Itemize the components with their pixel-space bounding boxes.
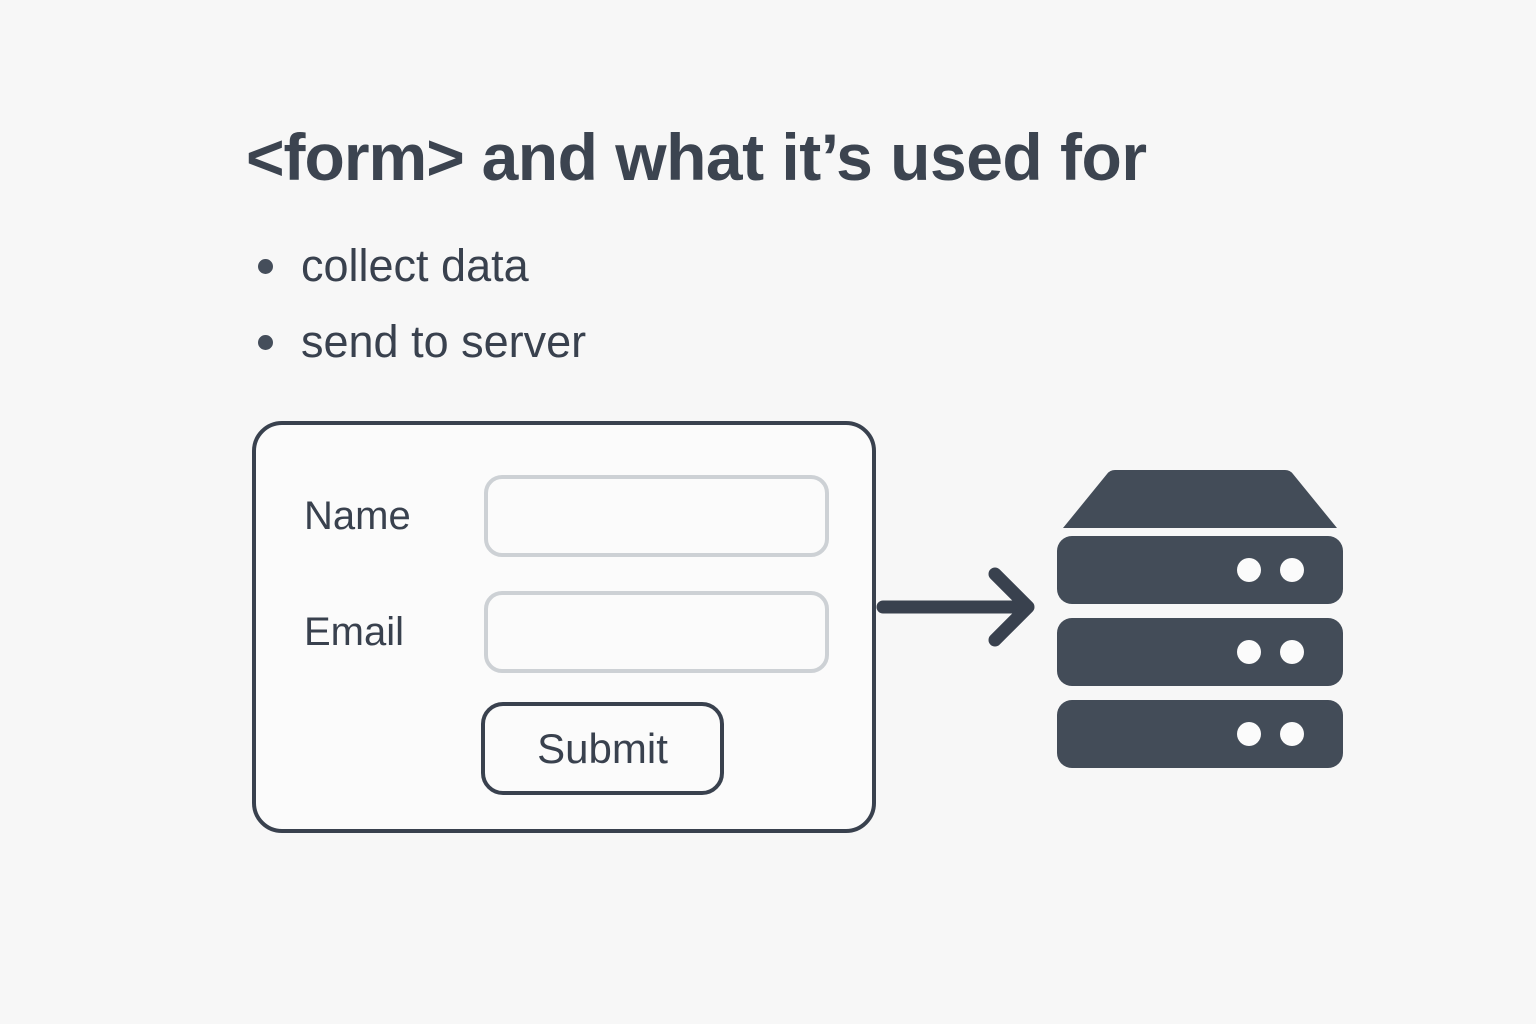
email-input[interactable] xyxy=(484,591,829,673)
form-field-email: Email xyxy=(304,591,844,673)
form-card: Name Email xyxy=(252,421,876,833)
server-led-icon xyxy=(1280,640,1304,664)
server-bay xyxy=(1057,700,1343,768)
title-rest: and what it’s used for xyxy=(463,120,1147,194)
server-led-icon xyxy=(1280,558,1304,582)
server-led-icon xyxy=(1237,558,1261,582)
server-led-icon xyxy=(1237,722,1261,746)
bullet-dot-icon xyxy=(258,334,273,350)
arrow-right-icon xyxy=(876,567,1035,647)
submit-button[interactable]: Submit xyxy=(481,702,724,795)
list-item: send to server xyxy=(258,304,958,380)
field-label-name: Name xyxy=(304,494,411,538)
list-item-label: collect data xyxy=(301,240,529,291)
server-bay xyxy=(1057,536,1343,604)
title-tag-name: <form> xyxy=(246,120,465,194)
name-input[interactable] xyxy=(484,475,829,557)
form-field-name: Name xyxy=(304,475,844,557)
list-item-label: send to server xyxy=(301,316,587,367)
server-top-cap xyxy=(1063,470,1337,528)
field-label-email: Email xyxy=(304,610,405,654)
bullet-list: collect data send to server xyxy=(258,228,958,380)
page-title: <form> and what it’s used for xyxy=(246,118,1346,196)
server-led-icon xyxy=(1237,640,1261,664)
bullet-dot-icon xyxy=(258,258,273,274)
server-icon xyxy=(1057,470,1343,768)
server-bay xyxy=(1057,618,1343,686)
server-led-icon xyxy=(1280,722,1304,746)
list-item: collect data xyxy=(258,228,958,304)
